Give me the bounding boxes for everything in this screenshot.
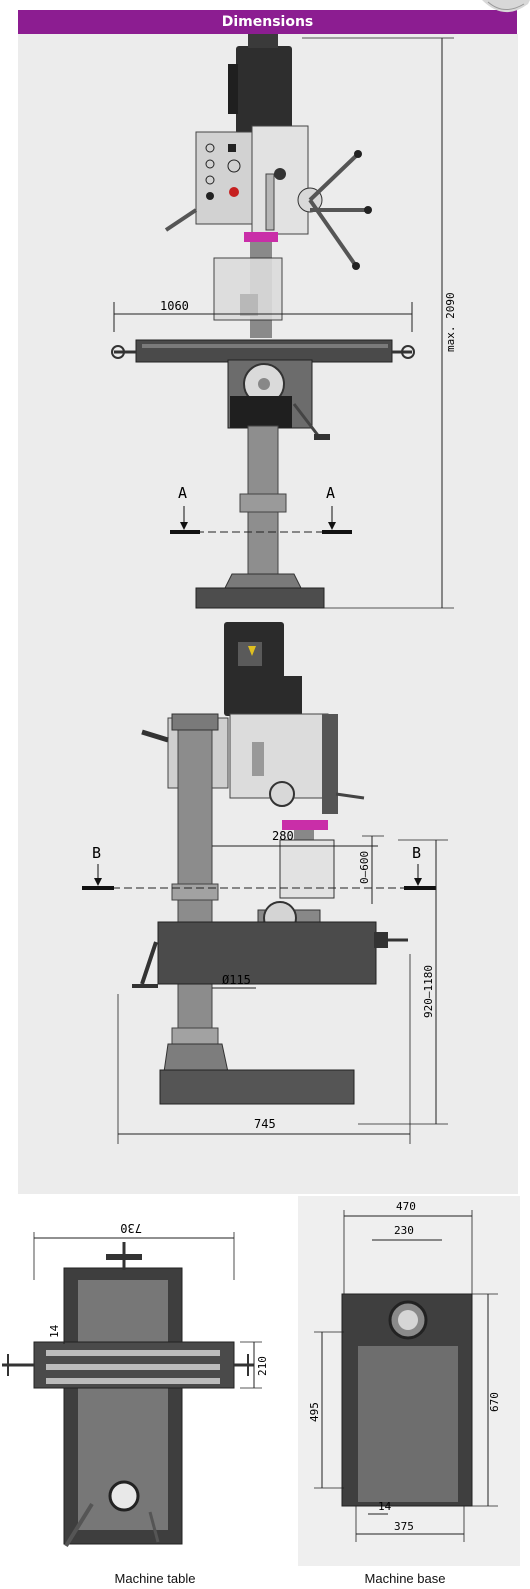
section-b-right: B: [412, 844, 421, 862]
reach-label: 280: [272, 829, 294, 843]
table-height-label: 920–1180: [422, 965, 435, 1018]
front-view-drawing: 1060 A A max. 2090: [18, 34, 518, 614]
max-height-label: max. 2090: [444, 292, 457, 352]
side-chuck-guard: [279, 839, 335, 899]
table-slot-dim: 14: [48, 1324, 61, 1338]
base-depth-dim: 670: [488, 1392, 501, 1412]
section-header: Dimensions: [18, 10, 517, 34]
machine-base-drawing: 470 230 670 495 14 375: [298, 1196, 520, 1566]
table-width-dim: 730: [120, 1221, 142, 1235]
table-width-label: 1060: [160, 299, 189, 313]
base-inner-width-dim: 230: [394, 1224, 414, 1237]
control-panel: [195, 131, 253, 225]
side-motor: [224, 622, 284, 716]
machine-base-front: [195, 587, 325, 609]
side-base: [159, 1069, 355, 1105]
side-column: [177, 715, 213, 1047]
section-b-left: B: [92, 844, 101, 862]
base-slot-dim: 14: [378, 1500, 392, 1513]
base-inner-depth-dim: 495: [308, 1402, 321, 1422]
section-title: Dimensions: [221, 14, 314, 30]
base-width-dim: 470: [396, 1200, 416, 1213]
machine-table-caption: Machine table: [114, 1571, 196, 1586]
corner-emblem: [482, 0, 530, 13]
side-view-drawing: 280 0–600 B B 920–1180 Ø115 745: [18, 614, 518, 1194]
side-spindle-collar: [282, 820, 328, 830]
section-a-right: A: [326, 484, 335, 502]
side-table-arm: [157, 921, 377, 985]
motor: [236, 46, 292, 134]
overall-depth-label: 745: [254, 1117, 276, 1131]
base-bolt-spacing-dim: 375: [394, 1520, 414, 1533]
section-a-left: A: [178, 484, 187, 502]
column-diameter-label: Ø115: [222, 973, 251, 987]
spindle-collar: [244, 232, 278, 242]
table-depth-dim: 210: [256, 1356, 269, 1376]
machine-table-drawing: 730 14 210: [2, 1221, 269, 1548]
stroke-label: 0–600: [358, 851, 371, 884]
machine-base-caption: Machine base: [364, 1571, 446, 1586]
xy-table: [135, 339, 393, 363]
